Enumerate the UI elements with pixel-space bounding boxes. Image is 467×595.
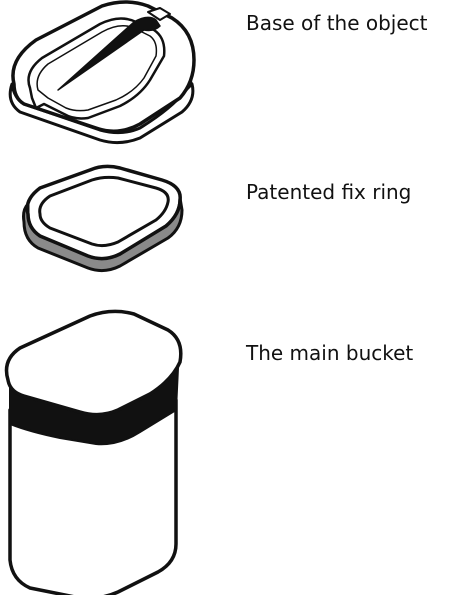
base-part-drawing [10, 2, 194, 143]
base-label: Base of the object [246, 13, 428, 33]
bucket-part-drawing [7, 311, 181, 595]
ring-label: Patented fix ring [246, 182, 411, 202]
ring-part-drawing [24, 166, 183, 270]
bucket-label: The main bucket [246, 343, 413, 363]
